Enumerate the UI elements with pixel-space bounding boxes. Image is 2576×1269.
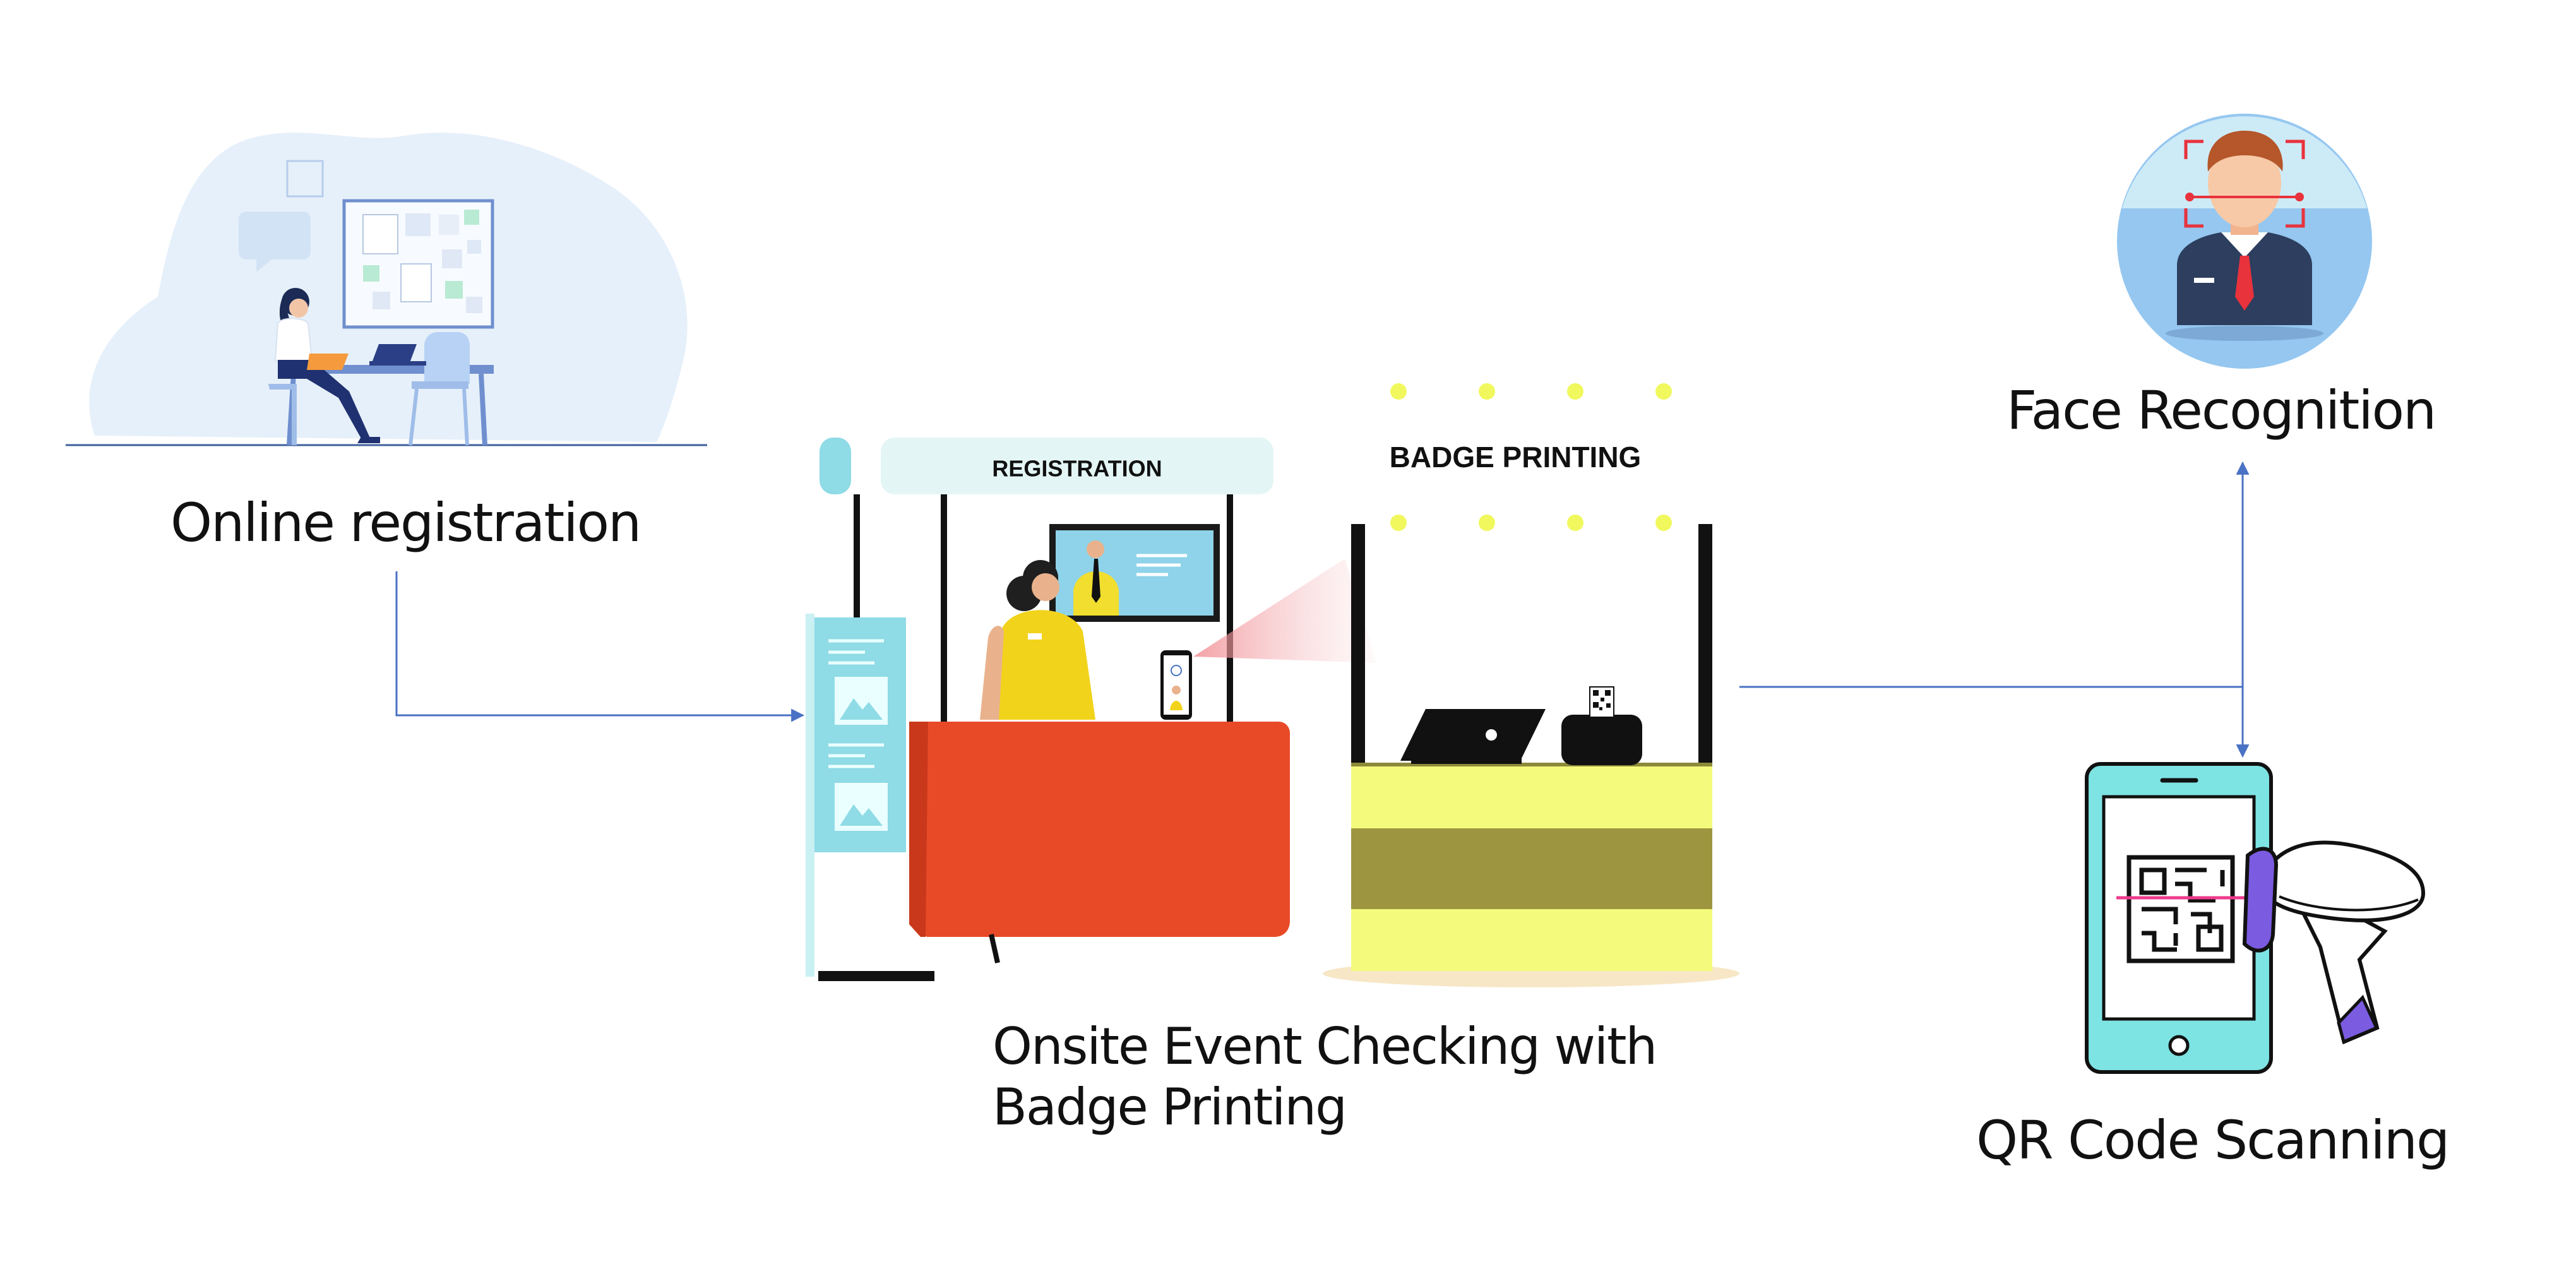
- qr-code-icon: [2126, 855, 2235, 963]
- speech-bubble-icon: [239, 212, 311, 272]
- registration-sign: [881, 438, 1273, 494]
- label-face-recognition: Face Recognition: [2007, 379, 2436, 441]
- phone-icon: [1160, 650, 1192, 720]
- label-onsite-event-checking: Onsite Event Checking with Badge Printin…: [993, 1016, 1657, 1138]
- registration-sign-text: REGISTRATION: [992, 456, 1162, 482]
- face-scan-icon: [2117, 114, 2372, 369]
- badge-printing-booth: BADGE PRINTING: [1323, 383, 1739, 987]
- connectors: [395, 461, 2250, 758]
- badge-printing-sign-text: BADGE PRINTING: [1390, 441, 1642, 474]
- online-registration-illustration: [66, 133, 707, 446]
- qr-code-icon: [1593, 690, 1611, 710]
- label-onsite-line-1: Onsite Event Checking with: [993, 1017, 1657, 1076]
- person-at-desk: [268, 288, 380, 445]
- receptionist: [980, 560, 1095, 720]
- face-scan-frame: [2184, 140, 2305, 228]
- registration-desk: [909, 722, 1290, 963]
- label-onsite-line-2: Badge Printing: [993, 1078, 1347, 1136]
- arrow-online-to-onsite: [395, 571, 805, 722]
- badge-booth-stripe: [1351, 828, 1712, 909]
- phone-icon: [2085, 762, 2273, 1074]
- barcode-scanner-icon: [2242, 840, 2426, 1045]
- pinboard: [342, 199, 494, 329]
- registration-booth: REGISTRATION: [806, 438, 1376, 981]
- monitor: [1049, 524, 1220, 622]
- scan-beam: [1193, 559, 1376, 663]
- badge-printer: [1561, 686, 1642, 765]
- marquee-lights: [1390, 383, 1672, 531]
- laptop-icon: [369, 344, 426, 366]
- qr-scanning-illustration: [2085, 762, 2426, 1074]
- laptop-icon: [1400, 709, 1546, 764]
- decor-square: [286, 160, 324, 198]
- empty-chair: [408, 332, 470, 446]
- kiosk-stand: [806, 614, 934, 981]
- label-online-registration: Online registration: [170, 492, 641, 554]
- label-qr-code-scanning: QR Code Scanning: [1976, 1109, 2450, 1171]
